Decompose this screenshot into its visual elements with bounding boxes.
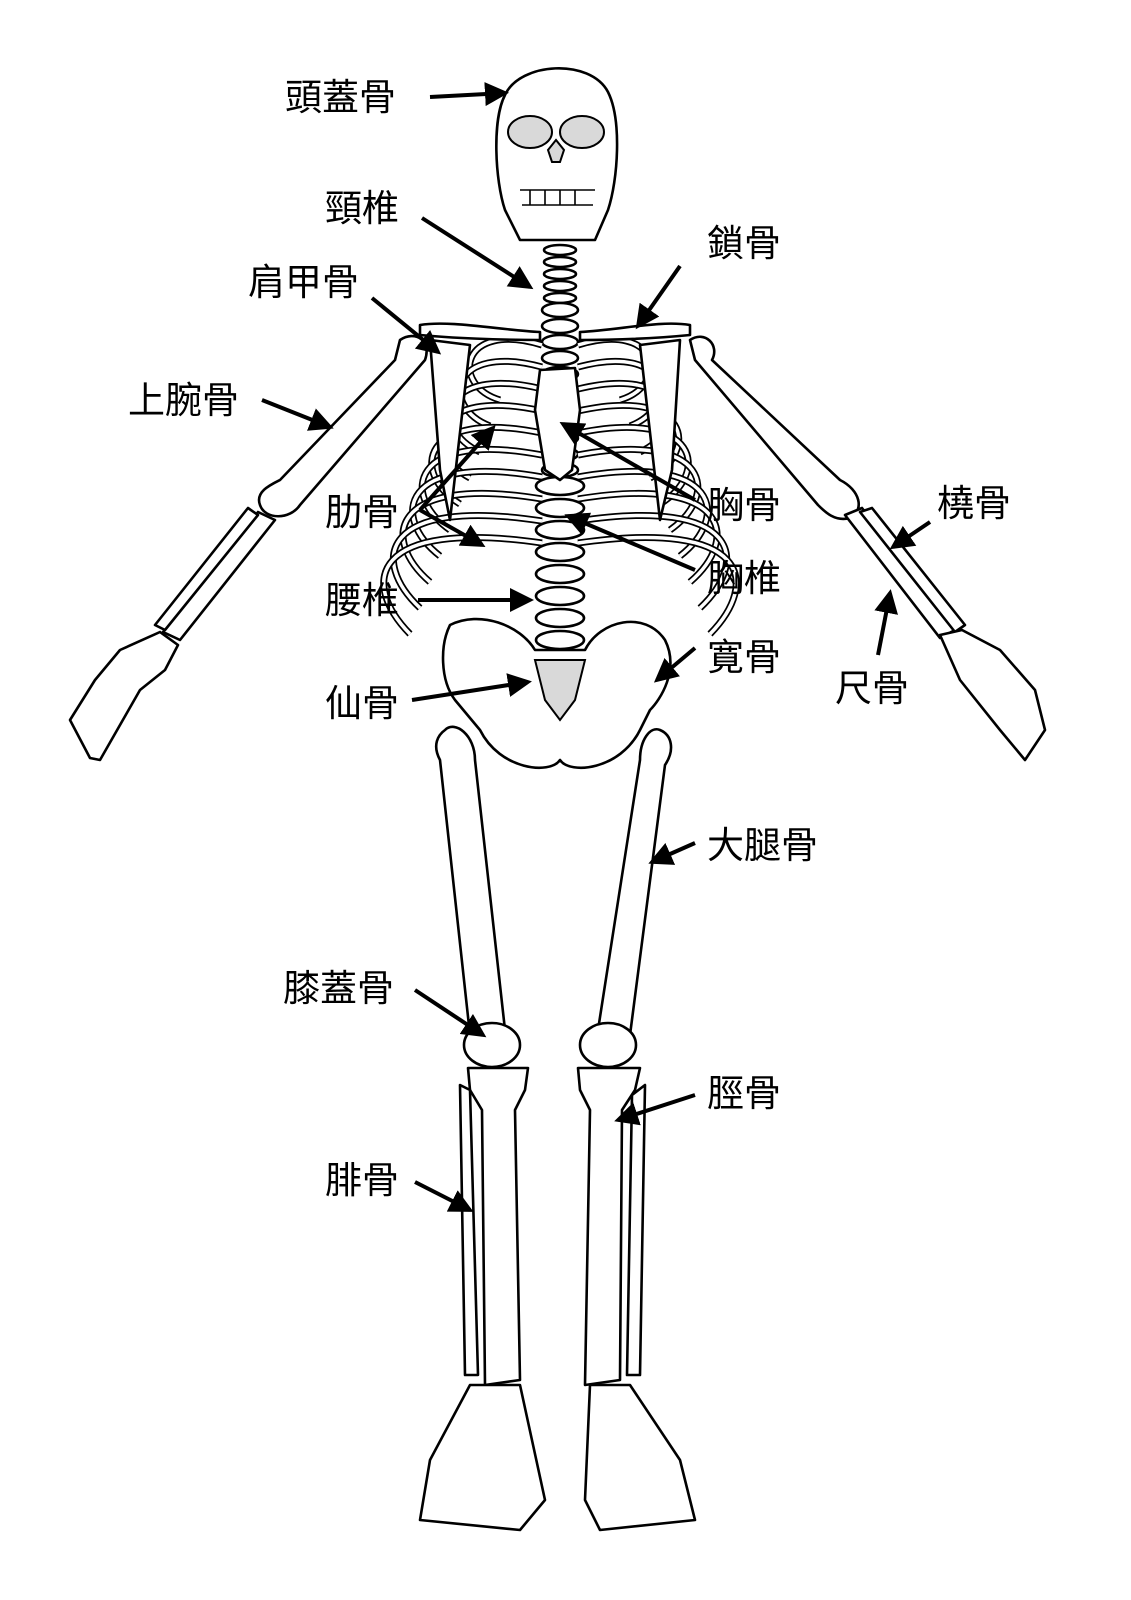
label-fibula: 腓骨 <box>325 1159 399 1202</box>
label-humerus: 上腕骨 <box>128 379 239 422</box>
clavicle-right <box>578 322 692 342</box>
pointer-arrows <box>261 82 932 1212</box>
arrow-patella <box>413 988 487 1038</box>
vertebra <box>534 629 586 651</box>
arm-left <box>68 334 428 762</box>
arrow-sacrum <box>411 673 532 702</box>
vertebra <box>542 255 578 269</box>
arrow-scapula <box>370 296 442 355</box>
label-sacrum: 仙骨 <box>325 682 399 725</box>
rib <box>577 447 700 532</box>
rib <box>401 491 543 584</box>
arrow-cervical <box>420 216 534 290</box>
arrow-femur <box>648 841 696 865</box>
arm-right <box>688 335 1047 762</box>
label-scapula: 肩甲骨 <box>248 261 359 304</box>
rib <box>420 447 543 532</box>
label-femur: 大腿骨 <box>707 824 818 867</box>
arrow-clavicle <box>635 264 682 330</box>
clavicle-left <box>418 322 542 342</box>
vertebra <box>534 519 586 541</box>
sacrum <box>533 659 587 722</box>
vertebra <box>542 279 578 293</box>
label-sternum: 胸骨 <box>707 484 781 527</box>
label-ulna: 尺骨 <box>835 667 909 710</box>
vertebra <box>542 291 578 305</box>
vertebra <box>542 243 578 257</box>
rib <box>577 491 719 584</box>
vertebra <box>534 541 586 563</box>
label-ribs: 肋骨 <box>325 491 399 534</box>
label-thoracic: 胸椎 <box>707 557 781 600</box>
leg-left <box>418 725 547 1532</box>
vertebra <box>534 585 586 607</box>
arrow-ulna <box>874 589 898 656</box>
arrow-ribs-1 <box>418 425 496 512</box>
arrow-radius <box>889 520 932 550</box>
rib <box>467 337 543 402</box>
scapula-left <box>428 338 472 522</box>
rib <box>577 535 738 636</box>
leg-right <box>576 728 697 1532</box>
arrow-hip <box>653 646 697 683</box>
vertebra <box>540 301 580 319</box>
arrow-humerus <box>261 398 334 431</box>
vertebra <box>540 349 580 367</box>
arrow-sternum <box>559 422 696 502</box>
vertebra <box>534 497 586 519</box>
vertebra <box>534 607 586 629</box>
arrow-thoracic <box>564 512 696 572</box>
rib <box>577 513 729 610</box>
rib <box>458 359 543 428</box>
label-radius: 橈骨 <box>937 482 1011 525</box>
label-tibia: 脛骨 <box>707 1072 781 1115</box>
vertebra <box>534 563 586 585</box>
skull <box>495 67 619 242</box>
rib <box>391 513 543 610</box>
label-clavicle: 鎖骨 <box>707 222 781 265</box>
arrow-skull <box>429 82 509 107</box>
arrow-fibula <box>414 1180 474 1212</box>
arrow-tibia <box>614 1093 696 1126</box>
label-skull: 頭蓋骨 <box>285 76 396 119</box>
vertebra <box>540 333 580 351</box>
scapula-right <box>638 338 682 522</box>
vertebra <box>542 267 578 281</box>
arrow-ribs-2 <box>419 508 486 547</box>
label-cervical: 頸椎 <box>325 187 399 230</box>
sternum <box>533 366 582 482</box>
label-patella: 膝蓋骨 <box>283 967 394 1010</box>
label-lumbar: 腰椎 <box>325 579 399 622</box>
label-hip: 寛骨 <box>707 636 781 679</box>
vertebra <box>540 317 580 335</box>
